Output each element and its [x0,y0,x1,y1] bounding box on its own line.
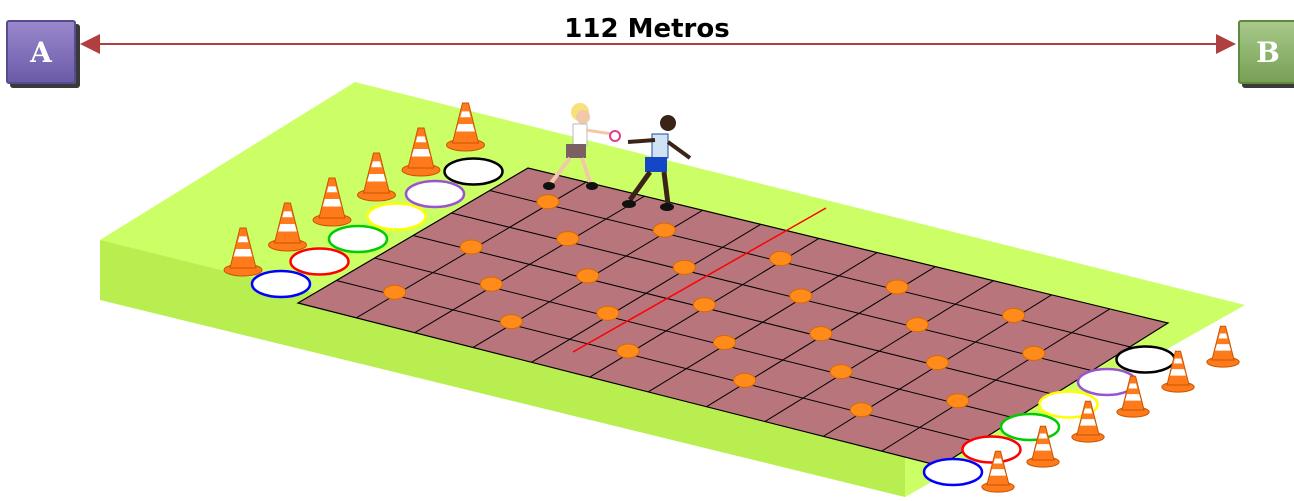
ball-marker [384,285,406,299]
ball-marker [673,260,695,274]
ball-marker [597,306,619,320]
ball-marker [810,327,832,341]
ball-marker [693,298,715,312]
ball-marker [734,373,756,387]
ball-marker [947,394,969,408]
hoop-ring [1117,347,1175,373]
ball-marker [537,195,559,209]
ball-marker [1023,346,1045,360]
ball-marker [500,315,522,329]
hoop-ring [924,459,982,485]
hoop-ring [329,226,387,252]
ball-marker [906,318,928,332]
ball-marker [770,252,792,266]
hoop-ring [406,181,464,207]
ball-marker [577,269,599,283]
hoop-ring [1001,414,1059,440]
ball-marker [1003,308,1025,322]
ball-marker [850,403,872,417]
hoop-ring [291,249,349,275]
hoop-ring [368,204,426,230]
hoop-ring [252,271,310,297]
ball-marker [557,232,579,246]
ball-marker [790,289,812,303]
hoop-ring [963,437,1021,463]
hoop-ring [445,159,503,185]
ball-marker [886,280,908,294]
ball-marker [653,223,675,237]
ball-marker [926,356,948,370]
ball-marker [713,335,735,349]
cone-icon [1207,326,1239,367]
ball-marker [480,277,502,291]
ball-marker [617,344,639,358]
ball-marker [830,365,852,379]
ball-marker [460,240,482,254]
